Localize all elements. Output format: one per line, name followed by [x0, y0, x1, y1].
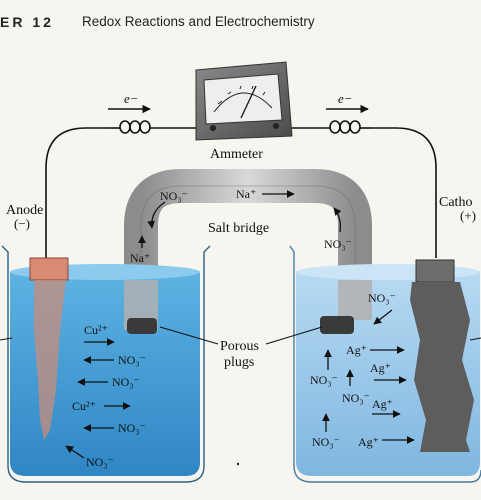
- right-ion-no3-mid: NO₃⁻: [310, 373, 338, 387]
- wire-right: [372, 127, 437, 258]
- left-ion-no3-4: NO₃⁻: [86, 455, 114, 469]
- chapter-number: ER 12: [0, 14, 54, 30]
- bridge-arrow-right: [333, 207, 342, 233]
- anode-label: Anode: [6, 203, 43, 218]
- bridge-arrow-left: [147, 201, 166, 229]
- left-ion-no3-2: NO₃⁻: [112, 375, 140, 389]
- right-ion-no3-top: NO₃⁻: [368, 291, 396, 305]
- bridge-na-top: Na⁺: [236, 187, 256, 201]
- porous-label-1: Porous: [220, 339, 259, 354]
- electron-label-left: e−: [124, 91, 139, 106]
- right-ion-no3-mid2: NO₃⁻: [342, 391, 370, 405]
- ammeter-needle: [240, 85, 257, 119]
- left-ion-cu2: Cu²⁺: [72, 399, 96, 413]
- anode-pointer: [0, 337, 13, 341]
- porous-plug-right: [320, 316, 354, 334]
- salt-bridge: [124, 169, 372, 318]
- bridge-no3-right: NO₃⁻: [324, 237, 352, 251]
- porous-label-2: plugs: [224, 355, 254, 370]
- chapter-title: Redox Reactions and Electrochemistry: [82, 14, 315, 29]
- cathode-pointer: [469, 337, 481, 341]
- bridge-no3-left: NO₃⁻: [160, 189, 188, 203]
- salt-bridge-label: Salt bridge: [208, 221, 269, 236]
- copper-electrode-top: [29, 257, 69, 281]
- right-ion-ag4: Ag⁺: [358, 435, 379, 449]
- porous-pointer-left: [159, 326, 219, 345]
- coil-right: [286, 120, 372, 134]
- ammeter-label: Ammeter: [210, 147, 263, 162]
- ammeter: [195, 61, 293, 141]
- bridge-na-left: Na⁺: [130, 251, 150, 265]
- electron-label-right: e−: [338, 91, 353, 106]
- right-ion-no3-bot: NO₃⁻: [312, 435, 340, 449]
- porous-plug-left: [127, 318, 157, 334]
- silver-electrode-top: [415, 259, 455, 283]
- cathode-label: Catho: [439, 195, 472, 210]
- porous-pointer-right: [265, 326, 323, 345]
- anode-sign: (−): [14, 216, 30, 231]
- cathode-sign: (+): [460, 208, 476, 223]
- copper-electrode: [34, 280, 66, 440]
- left-ion-no3-3: NO₃⁻: [118, 421, 146, 435]
- coil-left: [110, 120, 196, 134]
- wire-left: [45, 127, 110, 258]
- right-ion-ag3: Ag⁺: [372, 397, 393, 411]
- beaker-left: [1, 245, 211, 483]
- silver-electrode: [410, 282, 474, 452]
- right-ion-ag2: Ag⁺: [370, 361, 391, 375]
- left-ion-cu1: Cu²⁺: [84, 323, 108, 337]
- left-ion-no3-1: NO₃⁻: [118, 353, 146, 367]
- right-ion-ag1: Ag⁺: [346, 343, 367, 357]
